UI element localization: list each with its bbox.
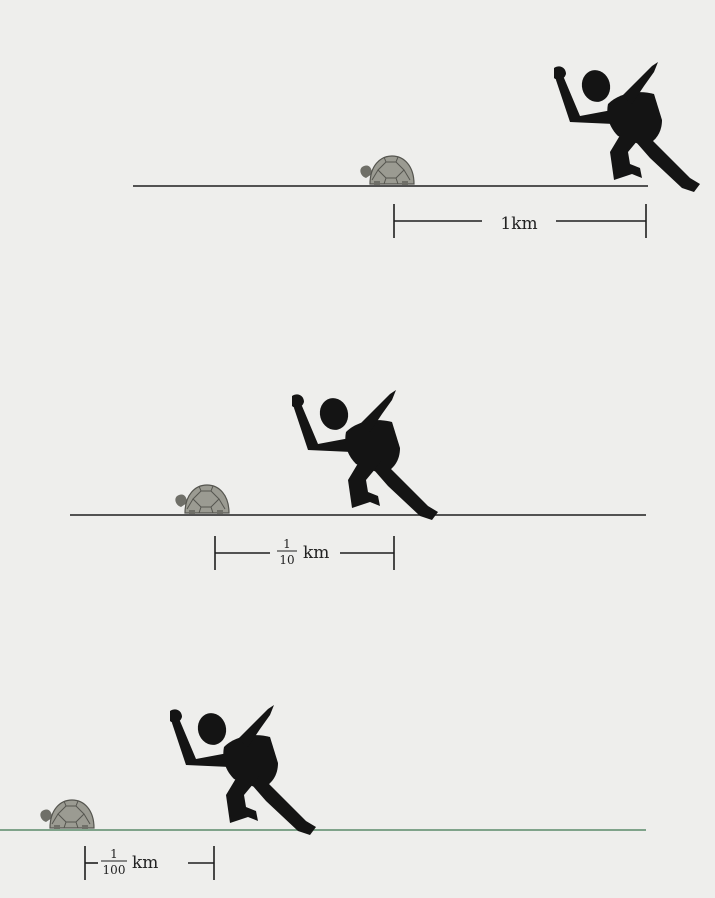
tortoise-icon	[39, 799, 95, 830]
runner-silhouette	[554, 62, 700, 192]
distance-label: 1km	[500, 214, 537, 234]
distance-unit: km	[132, 853, 158, 873]
runner-silhouette	[170, 705, 316, 835]
fraction-numerator: 1	[283, 537, 291, 551]
runner-silhouette	[292, 390, 438, 520]
distance-marker: 1 10 km	[214, 536, 395, 570]
panel-3: 1 100 km	[0, 705, 646, 880]
fraction-denominator: 10	[279, 553, 294, 567]
tortoise-icon	[174, 484, 230, 515]
tortoise-icon	[359, 155, 415, 186]
panel-1: 1km	[133, 62, 700, 238]
distance-marker: 1 100 km	[84, 846, 215, 880]
distance-unit: km	[303, 543, 329, 563]
fraction-denominator: 100	[103, 863, 126, 877]
panel-2: 1 10 km	[70, 390, 646, 570]
distance-marker: 1km	[393, 204, 647, 238]
fraction-numerator: 1	[110, 847, 118, 861]
